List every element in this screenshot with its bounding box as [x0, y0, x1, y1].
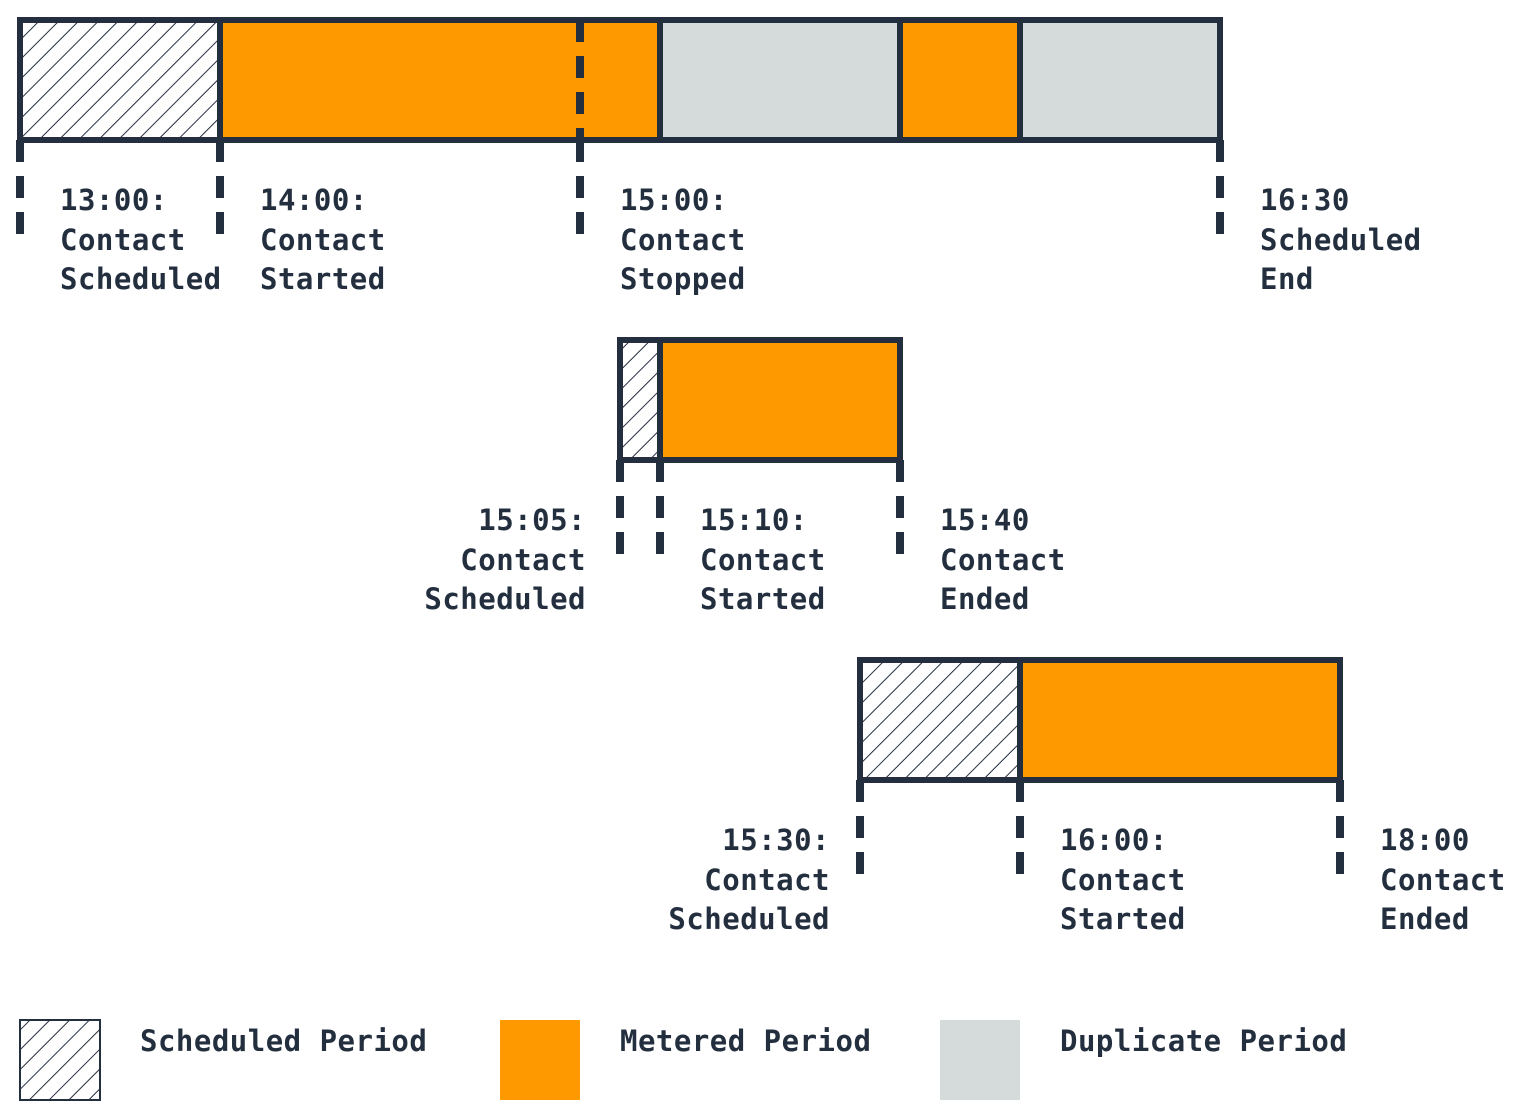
- legend-item-scheduled: Scheduled Period: [19, 1019, 427, 1101]
- marker-text-line: Started: [1060, 902, 1186, 936]
- marker-time: 16:00:: [1060, 823, 1168, 857]
- marker-label-contact-started: 16:00: Contact Started: [1060, 823, 1186, 936]
- duplicate-period-segment: [1020, 20, 1220, 140]
- timeline-contact-3: 15:30: Contact Scheduled 16:00: Contact …: [668, 657, 1506, 936]
- legend-item-duplicate: Duplicate Period: [940, 1020, 1347, 1100]
- marker-label-scheduled-end: 16:30 Scheduled End: [1260, 183, 1422, 296]
- timeline-bar-outline: [17, 17, 1223, 143]
- marker-text-line: Contact: [940, 543, 1066, 577]
- duplicate-swatch: [940, 1020, 1020, 1100]
- marker-label-contact-ended: 18:00 Contact Ended: [1380, 823, 1506, 936]
- marker-text-line: Contact: [1380, 863, 1506, 897]
- marker-time: 18:00: [1380, 823, 1470, 857]
- marker-text-line: Stopped: [620, 262, 746, 296]
- marker-time: 16:30: [1260, 183, 1350, 217]
- legend-item-metered: Metered Period: [500, 1020, 871, 1100]
- metered-swatch: [500, 1020, 580, 1100]
- marker-time: 15:10:: [700, 503, 808, 537]
- metered-period-segment: [1020, 660, 1340, 780]
- scheduled-period-segment: [860, 660, 1020, 780]
- legend-label: Duplicate Period: [1060, 1024, 1347, 1058]
- metered-period-segment: [220, 20, 660, 140]
- marker-text-line: Started: [700, 582, 826, 616]
- marker-text-line: Contact: [460, 543, 586, 577]
- metered-period-segment: [660, 340, 900, 460]
- timeline-bar-outline: [857, 657, 1343, 783]
- overlap-outline: [897, 17, 1023, 143]
- marker-text-line: Ended: [1380, 902, 1470, 936]
- marker-text-line: Scheduled: [424, 582, 586, 616]
- marker-text-line: Scheduled: [1260, 223, 1422, 257]
- marker-time: 15:00:: [620, 183, 728, 217]
- scheduled-period-segment: [620, 340, 660, 460]
- marker-label-contact-started: 14:00: Contact Started: [260, 183, 386, 296]
- marker-text-line: End: [1260, 262, 1314, 296]
- scheduled-swatch: [19, 1019, 101, 1101]
- marker-text-line: Contact: [700, 543, 826, 577]
- marker-label-contact-stopped: 15:00: Contact Stopped: [620, 183, 746, 296]
- marker-text-line: Contact: [1060, 863, 1186, 897]
- marker-label-contact-started: 15:10: Contact Started: [700, 503, 826, 616]
- marker-label-contact-scheduled: 15:30: Contact Scheduled: [668, 823, 830, 936]
- marker-text-line: Scheduled: [60, 262, 222, 296]
- legend-label: Scheduled Period: [140, 1024, 427, 1058]
- marker-text-line: Contact: [60, 223, 186, 257]
- duplicate-period-segment: [660, 20, 900, 140]
- marker-text-line: Contact: [620, 223, 746, 257]
- metered-period-segment: [900, 20, 1020, 140]
- timeline-contact-2: 15:05: Contact Scheduled 15:10: Contact …: [424, 337, 1066, 616]
- marker-time: 15:40: [940, 503, 1030, 537]
- marker-text-line: Ended: [940, 582, 1030, 616]
- marker-time: 15:30:: [722, 823, 830, 857]
- legend: Scheduled Period Metered Period Duplicat…: [19, 1019, 1347, 1101]
- marker-time: 13:00:: [60, 183, 168, 217]
- timeline-contact-1: 13:00: Contact Scheduled 14:00: Contact …: [16, 17, 1422, 296]
- legend-label: Metered Period: [620, 1024, 871, 1058]
- marker-label-contact-scheduled: 15:05: Contact Scheduled: [424, 503, 586, 616]
- marker-time: 14:00:: [260, 183, 368, 217]
- marker-label-contact-ended: 15:40 Contact Ended: [940, 503, 1066, 616]
- timeline-bar-outline: [617, 337, 903, 463]
- marker-text-line: Scheduled: [668, 902, 830, 936]
- marker-text-line: Contact: [704, 863, 830, 897]
- marker-time: 15:05:: [478, 503, 586, 537]
- scheduled-period-segment: [20, 20, 220, 140]
- marker-text-line: Contact: [260, 223, 386, 257]
- marker-text-line: Started: [260, 262, 386, 296]
- marker-label-contact-scheduled: 13:00: Contact Scheduled: [60, 183, 222, 296]
